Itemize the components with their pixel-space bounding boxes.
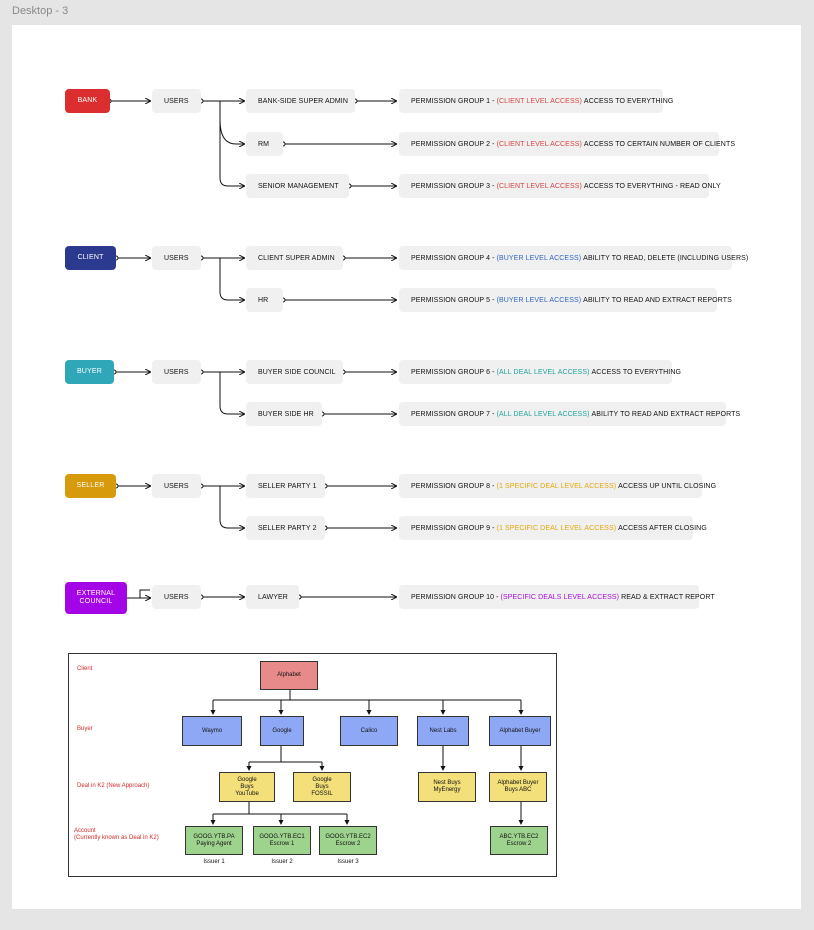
org-account-box: ABC.YTB.EC2 Escrow 2 <box>490 826 548 855</box>
perm-level: (CLIENT LEVEL ACCESS) <box>496 97 582 105</box>
issuer-label: Issuer 3 <box>337 859 359 865</box>
permission-group-6[interactable]: PERMISSION GROUP 6 - (ALL DEAL LEVEL ACC… <box>399 360 681 384</box>
perm-level: (ALL DEAL LEVEL ACCESS) <box>496 368 590 376</box>
issuer-label: Issuer 1 <box>203 859 225 865</box>
permission-group-3[interactable]: PERMISSION GROUP 3 - (CLIENT LEVEL ACCES… <box>399 174 721 198</box>
perm-level: (1 SPECIFIC DEAL LEVEL ACCESS) <box>496 482 617 490</box>
perm-prefix: PERMISSION GROUP 10 - <box>411 593 499 601</box>
perm-prefix: PERMISSION GROUP 9 - <box>411 524 495 532</box>
org-deal-box: Google Buys FOSSIL <box>293 772 351 802</box>
permission-group-7[interactable]: PERMISSION GROUP 7 - (ALL DEAL LEVEL ACC… <box>399 402 740 426</box>
perm-prefix: PERMISSION GROUP 5 - <box>411 296 495 304</box>
org-buyer-box: Calico <box>340 716 398 746</box>
perm-level: (ALL DEAL LEVEL ACCESS) <box>496 410 590 418</box>
external-council-role[interactable]: EXTERNAL COUNCIL <box>65 582 127 614</box>
seller-role[interactable]: SELLER <box>65 474 116 498</box>
org-chart-image: Client Buyer Deal in K2 (New Approach) A… <box>68 653 557 877</box>
perm-prefix: PERMISSION GROUP 7 - <box>411 410 495 418</box>
seller-party-2-node[interactable]: SELLER PARTY 2 <box>246 516 325 540</box>
permission-group-2[interactable]: PERMISSION GROUP 2 - (CLIENT LEVEL ACCES… <box>399 132 735 156</box>
perm-suffix: READ & EXTRACT REPORT <box>621 593 715 601</box>
perm-suffix: ABILITY TO READ AND EXTRACT REPORTS <box>591 410 741 418</box>
org-deal-box: Alphabet Buyer Buys ABC <box>489 772 547 802</box>
hr-node[interactable]: HR <box>246 288 283 312</box>
perm-level: (BUYER LEVEL ACCESS) <box>496 254 582 262</box>
perm-suffix: ABILITY TO READ AND EXTRACT REPORTS <box>583 296 732 304</box>
org-buyer-box: Alphabet Buyer <box>489 716 551 746</box>
client-super-admin-node[interactable]: CLIENT SUPER ADMIN <box>246 246 343 270</box>
org-account-box: GOOG.YTB.EC2 Escrow 2 <box>319 826 377 855</box>
seller-party-1-node[interactable]: SELLER PARTY 1 <box>246 474 325 498</box>
permission-group-1[interactable]: PERMISSION GROUP 1 - (CLIENT LEVEL ACCES… <box>399 89 673 113</box>
bank-side-super-admin-node[interactable]: BANK-SIDE SUPER ADMIN <box>246 89 355 113</box>
org-account-box: GOOG.YTB.PA Paying Agent <box>185 826 243 855</box>
perm-prefix: PERMISSION GROUP 6 - <box>411 368 495 376</box>
org-client-box: Alphabet <box>260 661 318 690</box>
permission-group-8[interactable]: PERMISSION GROUP 8 - (1 SPECIFIC DEAL LE… <box>399 474 716 498</box>
perm-suffix: ACCESS TO EVERYTHING - READ ONLY <box>583 182 721 190</box>
perm-level: (1 SPECIFIC DEAL LEVEL ACCESS) <box>496 524 617 532</box>
perm-level: (CLIENT LEVEL ACCESS) <box>496 182 582 190</box>
perm-prefix: PERMISSION GROUP 3 - <box>411 182 495 190</box>
permission-group-5[interactable]: PERMISSION GROUP 5 - (BUYER LEVEL ACCESS… <box>399 288 732 312</box>
org-deal-box: Nest Buys MyEnergy <box>418 772 476 802</box>
perm-prefix: PERMISSION GROUP 1 - <box>411 97 495 105</box>
perm-suffix: ACCESS AFTER CLOSING <box>618 524 707 532</box>
frame-title: Desktop - 3 <box>12 5 69 17</box>
issuer-label: Issuer 2 <box>271 859 293 865</box>
perm-suffix: ACCESS UP UNTIL CLOSING <box>618 482 717 490</box>
perm-level: (SPECIFIC DEALS LEVEL ACCESS) <box>500 593 620 601</box>
org-label-account: Account (Currently known as Deal in K2) <box>74 828 159 841</box>
permission-group-9[interactable]: PERMISSION GROUP 9 - (1 SPECIFIC DEAL LE… <box>399 516 707 540</box>
buyer-side-hr-node[interactable]: BUYER SIDE HR <box>246 402 322 426</box>
perm-suffix: ACCESS TO CERTAIN NUMBER OF CLIENTS <box>583 140 736 148</box>
perm-suffix: ACCESS TO EVERYTHING <box>591 368 682 376</box>
lawyer-node[interactable]: LAWYER <box>246 585 299 609</box>
buyer-side-council-node[interactable]: BUYER SIDE COUNCIL <box>246 360 343 384</box>
perm-prefix: PERMISSION GROUP 8 - <box>411 482 495 490</box>
org-account-box: GOOG.YTB.EC1 Escrow 1 <box>253 826 311 855</box>
buyer-role[interactable]: BUYER <box>65 360 114 384</box>
perm-level: (BUYER LEVEL ACCESS) <box>496 296 582 304</box>
users-node-buyer[interactable]: USERS <box>152 360 201 384</box>
org-deal-box: Google Buys YouTube <box>219 772 275 802</box>
org-buyer-box: Waymo <box>182 716 242 746</box>
senior-management-node[interactable]: SENIOR MANAGEMENT <box>246 174 349 198</box>
org-connectors <box>210 690 524 825</box>
perm-suffix: ABILITY TO READ, DELETE (INCLUDING USERS… <box>583 254 749 262</box>
users-node-client[interactable]: USERS <box>152 246 201 270</box>
users-node-seller[interactable]: USERS <box>152 474 201 498</box>
bank-role[interactable]: BANK <box>65 89 110 113</box>
permission-group-10[interactable]: PERMISSION GROUP 10 - (SPECIFIC DEALS LE… <box>399 585 715 609</box>
org-label-client: Client <box>77 666 93 672</box>
perm-level: (CLIENT LEVEL ACCESS) <box>496 140 582 148</box>
org-buyer-box: Nest Labs <box>417 716 469 746</box>
users-node-bank[interactable]: USERS <box>152 89 201 113</box>
org-buyer-box: Google <box>260 716 304 746</box>
rm-node[interactable]: RM <box>246 132 283 156</box>
client-role[interactable]: CLIENT <box>65 246 116 270</box>
users-node-external[interactable]: USERS <box>152 585 201 609</box>
permission-group-4[interactable]: PERMISSION GROUP 4 - (BUYER LEVEL ACCESS… <box>399 246 748 270</box>
org-label-deal: Deal in K2 (New Approach) <box>77 783 150 789</box>
org-label-buyer: Buyer <box>77 726 93 732</box>
perm-prefix: PERMISSION GROUP 2 - <box>411 140 495 148</box>
perm-suffix: ACCESS TO EVERYTHING <box>583 97 674 105</box>
perm-prefix: PERMISSION GROUP 4 - <box>411 254 495 262</box>
